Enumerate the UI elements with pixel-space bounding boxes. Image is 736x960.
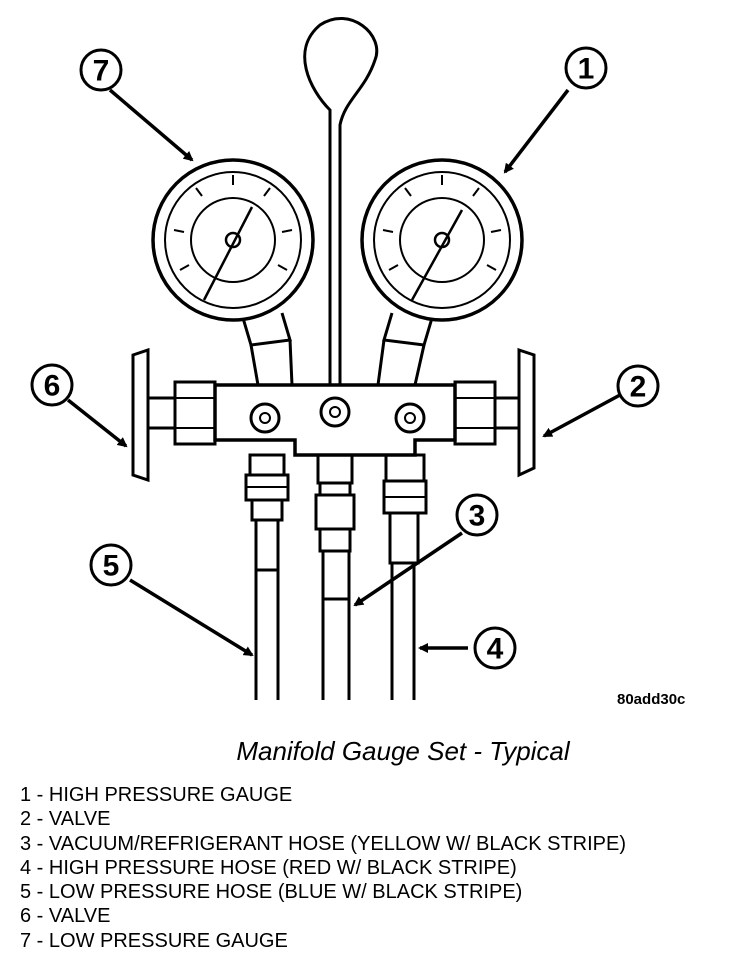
callout-number-4: 4	[487, 633, 504, 666]
callout-number-2: 2	[630, 371, 647, 404]
callout-circle-4	[473, 626, 517, 670]
leader-arrow-6	[66, 398, 128, 448]
manifold-gauge-illustration: 7 1 6 2 3 5 4	[30, 17, 660, 700]
callout-circle-6	[30, 363, 74, 407]
callout-circle-2	[616, 364, 660, 408]
high-pressure-gauge	[360, 158, 524, 387]
callout-circle-5	[89, 543, 133, 587]
callout-number-3: 3	[469, 500, 486, 533]
high-pressure-hose	[382, 453, 428, 700]
legend-item: 7 - LOW PRESSURE GAUGE	[20, 929, 288, 952]
leader-arrow-5	[129, 578, 254, 657]
leader-arrow-3	[353, 531, 463, 607]
low-pressure-hose	[244, 453, 290, 700]
legend-item: 1 - HIGH PRESSURE GAUGE	[20, 784, 293, 806]
legend-item: 6 - VALVE	[20, 905, 111, 928]
figure-title: Manifold Gauge Set - Typical	[236, 736, 570, 766]
leader-arrow-7	[108, 88, 194, 162]
callout-number-7: 7	[93, 55, 110, 88]
legend-item: 5 - LOW PRESSURE HOSE (BLUE W/ BLACK STR…	[20, 881, 523, 904]
legend-item: 3 - VACUUM/REFRIGERANT HOSE (YELLOW W/ B…	[20, 832, 627, 855]
leader-arrow-1	[503, 88, 570, 174]
low-pressure-gauge	[151, 158, 315, 387]
callout-circle-3	[455, 493, 499, 537]
right-valve	[453, 347, 536, 478]
leader-arrow-2	[542, 393, 621, 438]
callout-number-6: 6	[44, 370, 61, 403]
legend-list: 1 - HIGH PRESSURE GAUGE 2 - VALVE 3 - VA…	[20, 783, 626, 953]
callout-number-5: 5	[103, 550, 120, 583]
left-valve	[131, 347, 217, 483]
legend-item: 4 - HIGH PRESSURE HOSE (RED W/ BLACK STR…	[20, 856, 517, 879]
callout-circle-1	[564, 46, 608, 90]
hanger-hook	[303, 17, 379, 385]
figure-code: 80add30c	[617, 691, 686, 708]
callout-number-1: 1	[578, 53, 595, 86]
legend-item: 2 - VALVE	[20, 808, 111, 831]
callout-circle-7	[79, 48, 123, 92]
vacuum-refrigerant-hose	[314, 453, 356, 700]
